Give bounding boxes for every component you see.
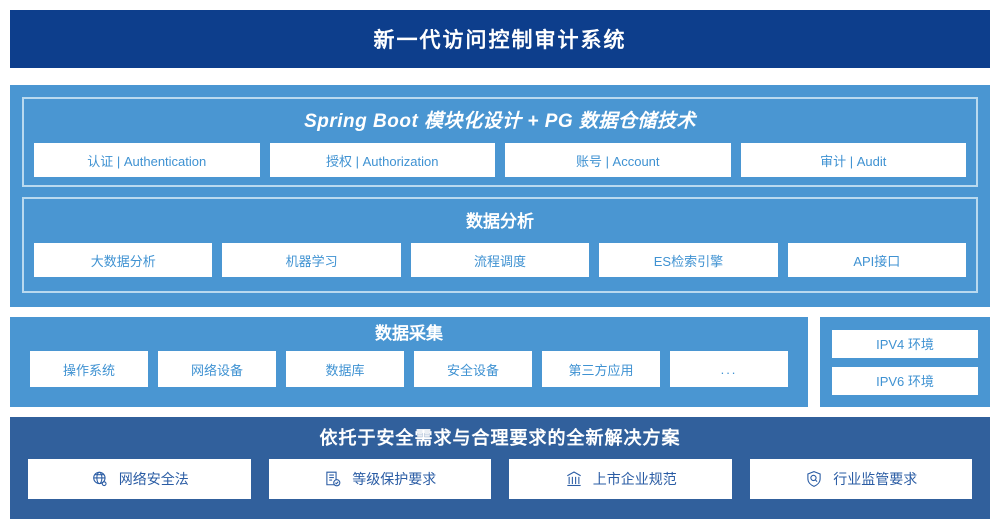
- card-classified-protection[interactable]: 等级保护要求: [268, 459, 491, 499]
- card-machine-learning[interactable]: 机器学习: [222, 243, 401, 277]
- page-header: 新一代访问控制审计系统: [10, 10, 990, 68]
- card-audit[interactable]: 审计 | Audit: [740, 143, 966, 177]
- data-analysis-card-row: 大数据分析 机器学习 流程调度 ES检索引擎 API接口: [34, 243, 967, 277]
- data-collection-card-row: 操作系统 网络设备 数据库 安全设备 第三方应用 ...: [10, 351, 808, 387]
- card-account[interactable]: 账号 | Account: [505, 143, 731, 177]
- card-big-data-analysis[interactable]: 大数据分析: [34, 243, 213, 277]
- data-analysis-section-title: 数据分析: [466, 212, 534, 231]
- spring-boot-card-row: 认证 | Authentication 授权 | Authorization 账…: [34, 143, 966, 177]
- card-operating-system[interactable]: 操作系统: [30, 351, 148, 387]
- card-ipv6-environment[interactable]: IPV6 环境: [832, 366, 978, 395]
- compliance-card-row: 网络安全法 等级保护要求: [10, 459, 990, 499]
- data-analysis-section: 数据分析 大数据分析 机器学习 流程调度 ES检索引擎 API接口: [22, 197, 978, 293]
- spring-boot-section: Spring Boot 模块化设计 + PG 数据仓储技术 认证 | Authe…: [22, 97, 978, 187]
- card-process-scheduling[interactable]: 流程调度: [410, 243, 590, 277]
- card-listed-company-standard[interactable]: 上市企业规范: [509, 459, 732, 499]
- card-ipv4-environment[interactable]: IPV4 环境: [832, 329, 978, 358]
- spring-boot-section-title: Spring Boot 模块化设计 + PG 数据仓储技术: [304, 111, 696, 132]
- card-database[interactable]: 数据库: [286, 351, 404, 387]
- ip-environment-panel: IPV4 环境 IPV6 环境: [820, 317, 990, 407]
- card-api-interface[interactable]: API接口: [787, 243, 967, 277]
- card-classified-protection-label: 等级保护要求: [352, 471, 437, 487]
- shield-search-icon: [804, 469, 824, 489]
- card-industry-regulation-label: 行业监管要求: [833, 471, 918, 487]
- card-security-device[interactable]: 安全设备: [414, 351, 532, 387]
- card-listed-company-standard-label: 上市企业规范: [592, 471, 677, 487]
- card-third-party-app[interactable]: 第三方应用: [542, 351, 660, 387]
- globe-network-icon: [90, 469, 110, 489]
- card-cybersecurity-law-label: 网络安全法: [118, 471, 189, 487]
- data-collection-panel: 数据采集 操作系统 网络设备 数据库 安全设备 第三方应用 ...: [10, 317, 808, 407]
- card-authentication[interactable]: 认证 | Authentication: [34, 143, 260, 177]
- bank-building-icon: [564, 469, 584, 489]
- document-check-icon: [323, 469, 343, 489]
- data-collection-title: 数据采集: [375, 324, 443, 343]
- card-more-ellipsis[interactable]: ...: [670, 351, 788, 387]
- compliance-panel: 依托于安全需求与合理要求的全新解决方案 网络安全法: [10, 417, 990, 519]
- card-cybersecurity-law[interactable]: 网络安全法: [28, 459, 251, 499]
- card-network-device[interactable]: 网络设备: [158, 351, 276, 387]
- card-es-search-engine[interactable]: ES检索引擎: [599, 243, 778, 277]
- application-layer-panel: Spring Boot 模块化设计 + PG 数据仓储技术 认证 | Authe…: [10, 85, 990, 307]
- card-authorization[interactable]: 授权 | Authorization: [269, 143, 495, 177]
- compliance-panel-title: 依托于安全需求与合理要求的全新解决方案: [319, 428, 681, 448]
- page-title: 新一代访问控制审计系统: [373, 29, 627, 52]
- card-industry-regulation[interactable]: 行业监管要求: [749, 459, 972, 499]
